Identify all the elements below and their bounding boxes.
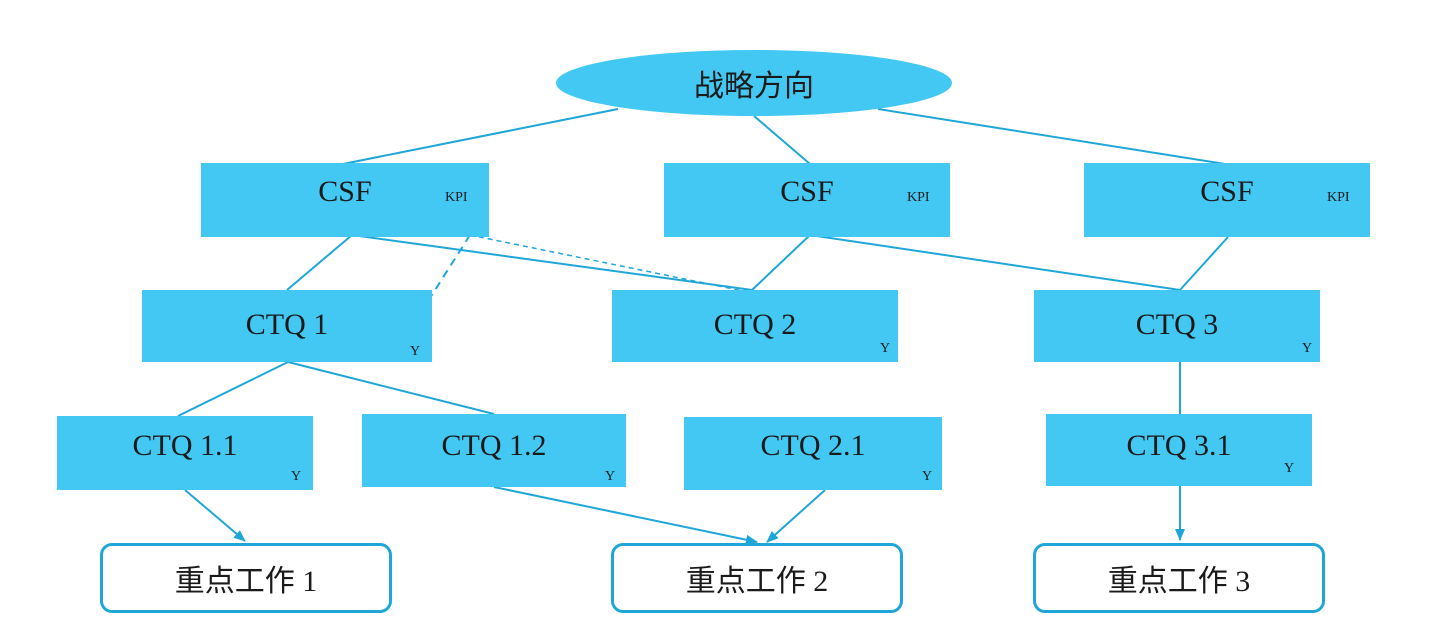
csf-node-label: CSF	[1200, 175, 1254, 208]
csf-node-3: CSF KPI	[1084, 163, 1370, 237]
ctq-node-label: CTQ 1.2	[441, 429, 547, 462]
ctq-node-3-1: CTQ 3.1 Y	[1046, 414, 1312, 486]
line-root-csf3	[877, 108, 1226, 165]
csf-node-label: CSF	[780, 175, 834, 208]
kpi-tag: KPI	[907, 190, 930, 205]
y-tag: Y	[1284, 461, 1295, 476]
line-csf1-ctq2	[351, 234, 753, 291]
line-csf2-ctq2	[751, 234, 811, 291]
ctq-node-2: CTQ 2 Y	[612, 290, 898, 362]
ctq-node-3: CTQ 3 Y	[1034, 290, 1320, 362]
y-tag: Y	[922, 469, 933, 484]
y-tag: Y	[291, 469, 302, 484]
arrow-ctq11-work1	[184, 489, 246, 542]
kpi-tag: KPI	[1327, 190, 1350, 205]
ctq-node-1-1: CTQ 1.1 Y	[57, 416, 313, 490]
arrow-ctq21-work2	[766, 489, 826, 543]
key-work-1: 重点工作 1	[100, 543, 392, 613]
ctq-node-label: CTQ 2	[713, 308, 797, 341]
y-tag: Y	[410, 344, 421, 359]
ctq-node-2-1: CTQ 2.1 Y	[684, 417, 942, 490]
line-csf3-ctq3	[1179, 236, 1229, 291]
ctq-node-label: CTQ 1.1	[132, 429, 238, 462]
key-work-label: 重点工作 3	[1107, 565, 1251, 598]
key-work-3: 重点工作 3	[1033, 543, 1325, 613]
y-tag: Y	[605, 469, 616, 484]
root-node-label: 战略方向	[694, 70, 814, 103]
ctq-node-1-2: CTQ 1.2 Y	[362, 414, 626, 487]
arrow-ctq12-work2	[493, 486, 758, 545]
key-work-label: 重点工作 2	[685, 565, 829, 598]
y-tag: Y	[880, 341, 891, 356]
key-work-2: 重点工作 2	[611, 543, 903, 613]
csf-node-label: CSF	[318, 175, 372, 208]
line-ctq1-ctq11	[177, 361, 289, 417]
csf-node-2: CSF KPI	[664, 163, 950, 237]
line-root-csf2	[753, 115, 811, 165]
ctq-node-label: CTQ 3.1	[1126, 429, 1232, 462]
ctq-node-label: CTQ 3	[1135, 308, 1219, 341]
line-csf1-ctq1	[286, 234, 353, 291]
root-node-strategy: 战略方向	[556, 50, 952, 116]
ctq-node-1: CTQ 1 Y	[142, 290, 432, 362]
csf-node-1: CSF KPI	[201, 163, 489, 237]
ctq-node-label: CTQ 1	[245, 308, 329, 341]
line-csf2-ctq3	[809, 234, 1181, 291]
line-ctq1-ctq12	[287, 361, 495, 415]
key-work-label: 重点工作 1	[174, 565, 318, 598]
line-csf1-ctq1-dashed	[429, 234, 471, 299]
y-tag: Y	[1302, 341, 1313, 356]
kpi-tag: KPI	[445, 190, 468, 205]
line-csf1-ctq2-dashed	[469, 234, 749, 293]
line-root-csf1	[342, 108, 619, 165]
ctq-node-label: CTQ 2.1	[760, 429, 866, 462]
